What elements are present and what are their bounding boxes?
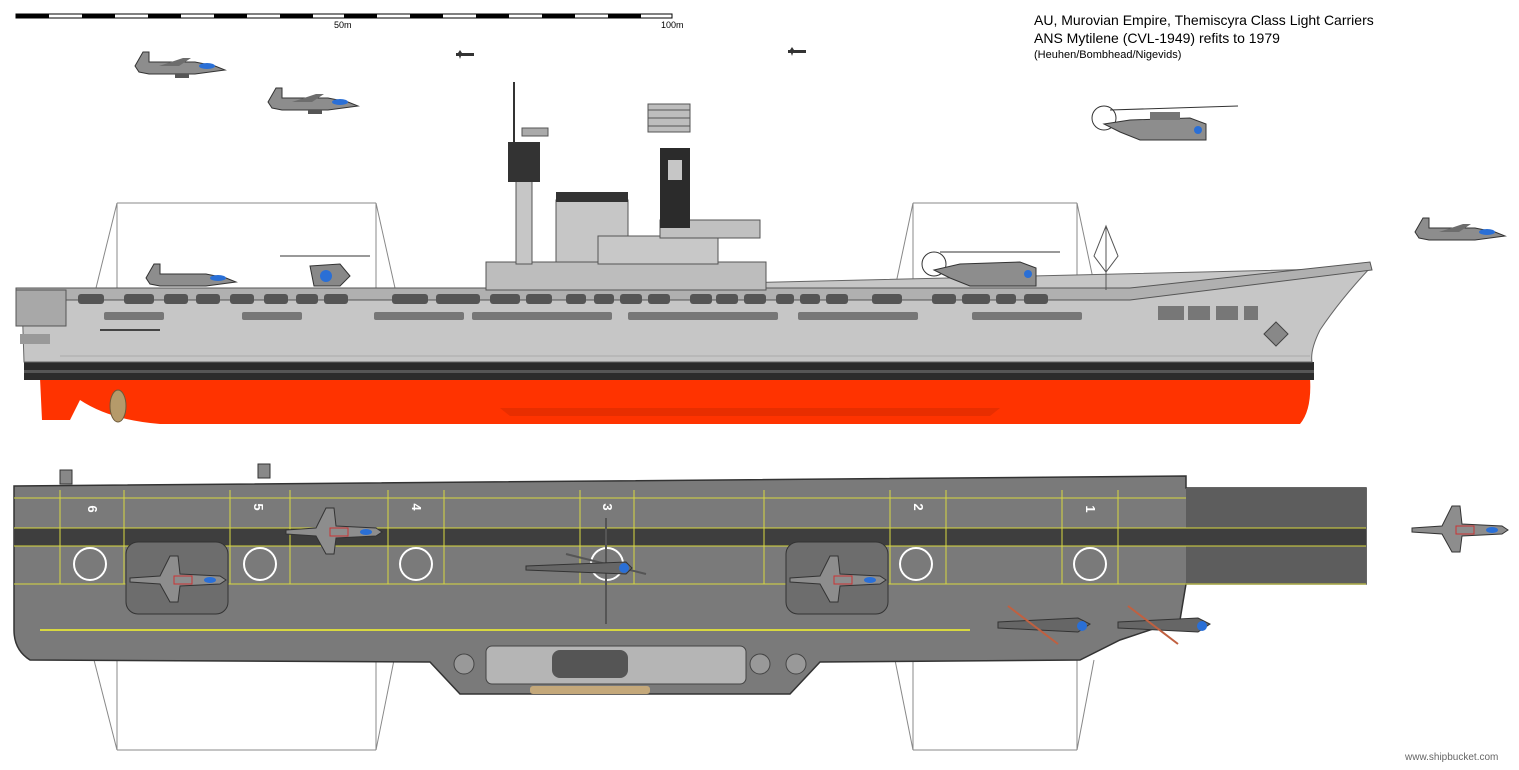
harrier-jet-icon: [789, 555, 887, 603]
harrier-jet-icon: [145, 263, 238, 287]
harrier-jet-icon: [1411, 505, 1509, 553]
antenna-icon: [1093, 224, 1119, 290]
harrier-jet-icon: [267, 87, 360, 114]
harrier-jet-icon: [129, 555, 227, 603]
missile-icon: [788, 47, 806, 56]
helicopter-icon: [1117, 605, 1211, 645]
watermark: www.shipbucket.com: [1405, 752, 1499, 763]
propeller-icon: [109, 389, 127, 423]
harrier-jet-icon: [134, 51, 227, 78]
helicopter-icon: [997, 605, 1091, 645]
scale-bar-mid-label: 50m: [334, 20, 352, 30]
deck-spot-number: 3: [600, 503, 615, 510]
credits: (Heuhen/Bombhead/Nigevids): [1034, 49, 1182, 61]
scale-bar: [15, 13, 673, 19]
helicopter-icon: [280, 255, 370, 287]
helicopter-icon: [1091, 105, 1239, 141]
deck-spot-number: 2: [911, 503, 926, 510]
deck-spot-number: 5: [251, 503, 266, 510]
helicopter-icon: [525, 518, 647, 624]
deck-spot-number: 6: [85, 505, 100, 512]
deck-spot-number: 4: [409, 503, 424, 511]
harrier-jet-icon: [285, 507, 383, 555]
harrier-jet-icon: [1414, 217, 1507, 241]
deck-spot-number: 1: [1083, 505, 1098, 512]
missile-icon: [456, 50, 474, 59]
page-title: AU, Murovian Empire, Themiscyra Class Li…: [1034, 12, 1374, 28]
scale-bar-end-label: 100m: [661, 20, 684, 30]
side-profile: [15, 82, 1373, 424]
helicopter-icon: [921, 251, 1060, 287]
plan-view: 6 5 4 3 2 1: [13, 463, 1509, 751]
ship-subtitle: ANS Mytilene (CVL-1949) refits to 1979: [1034, 30, 1280, 46]
